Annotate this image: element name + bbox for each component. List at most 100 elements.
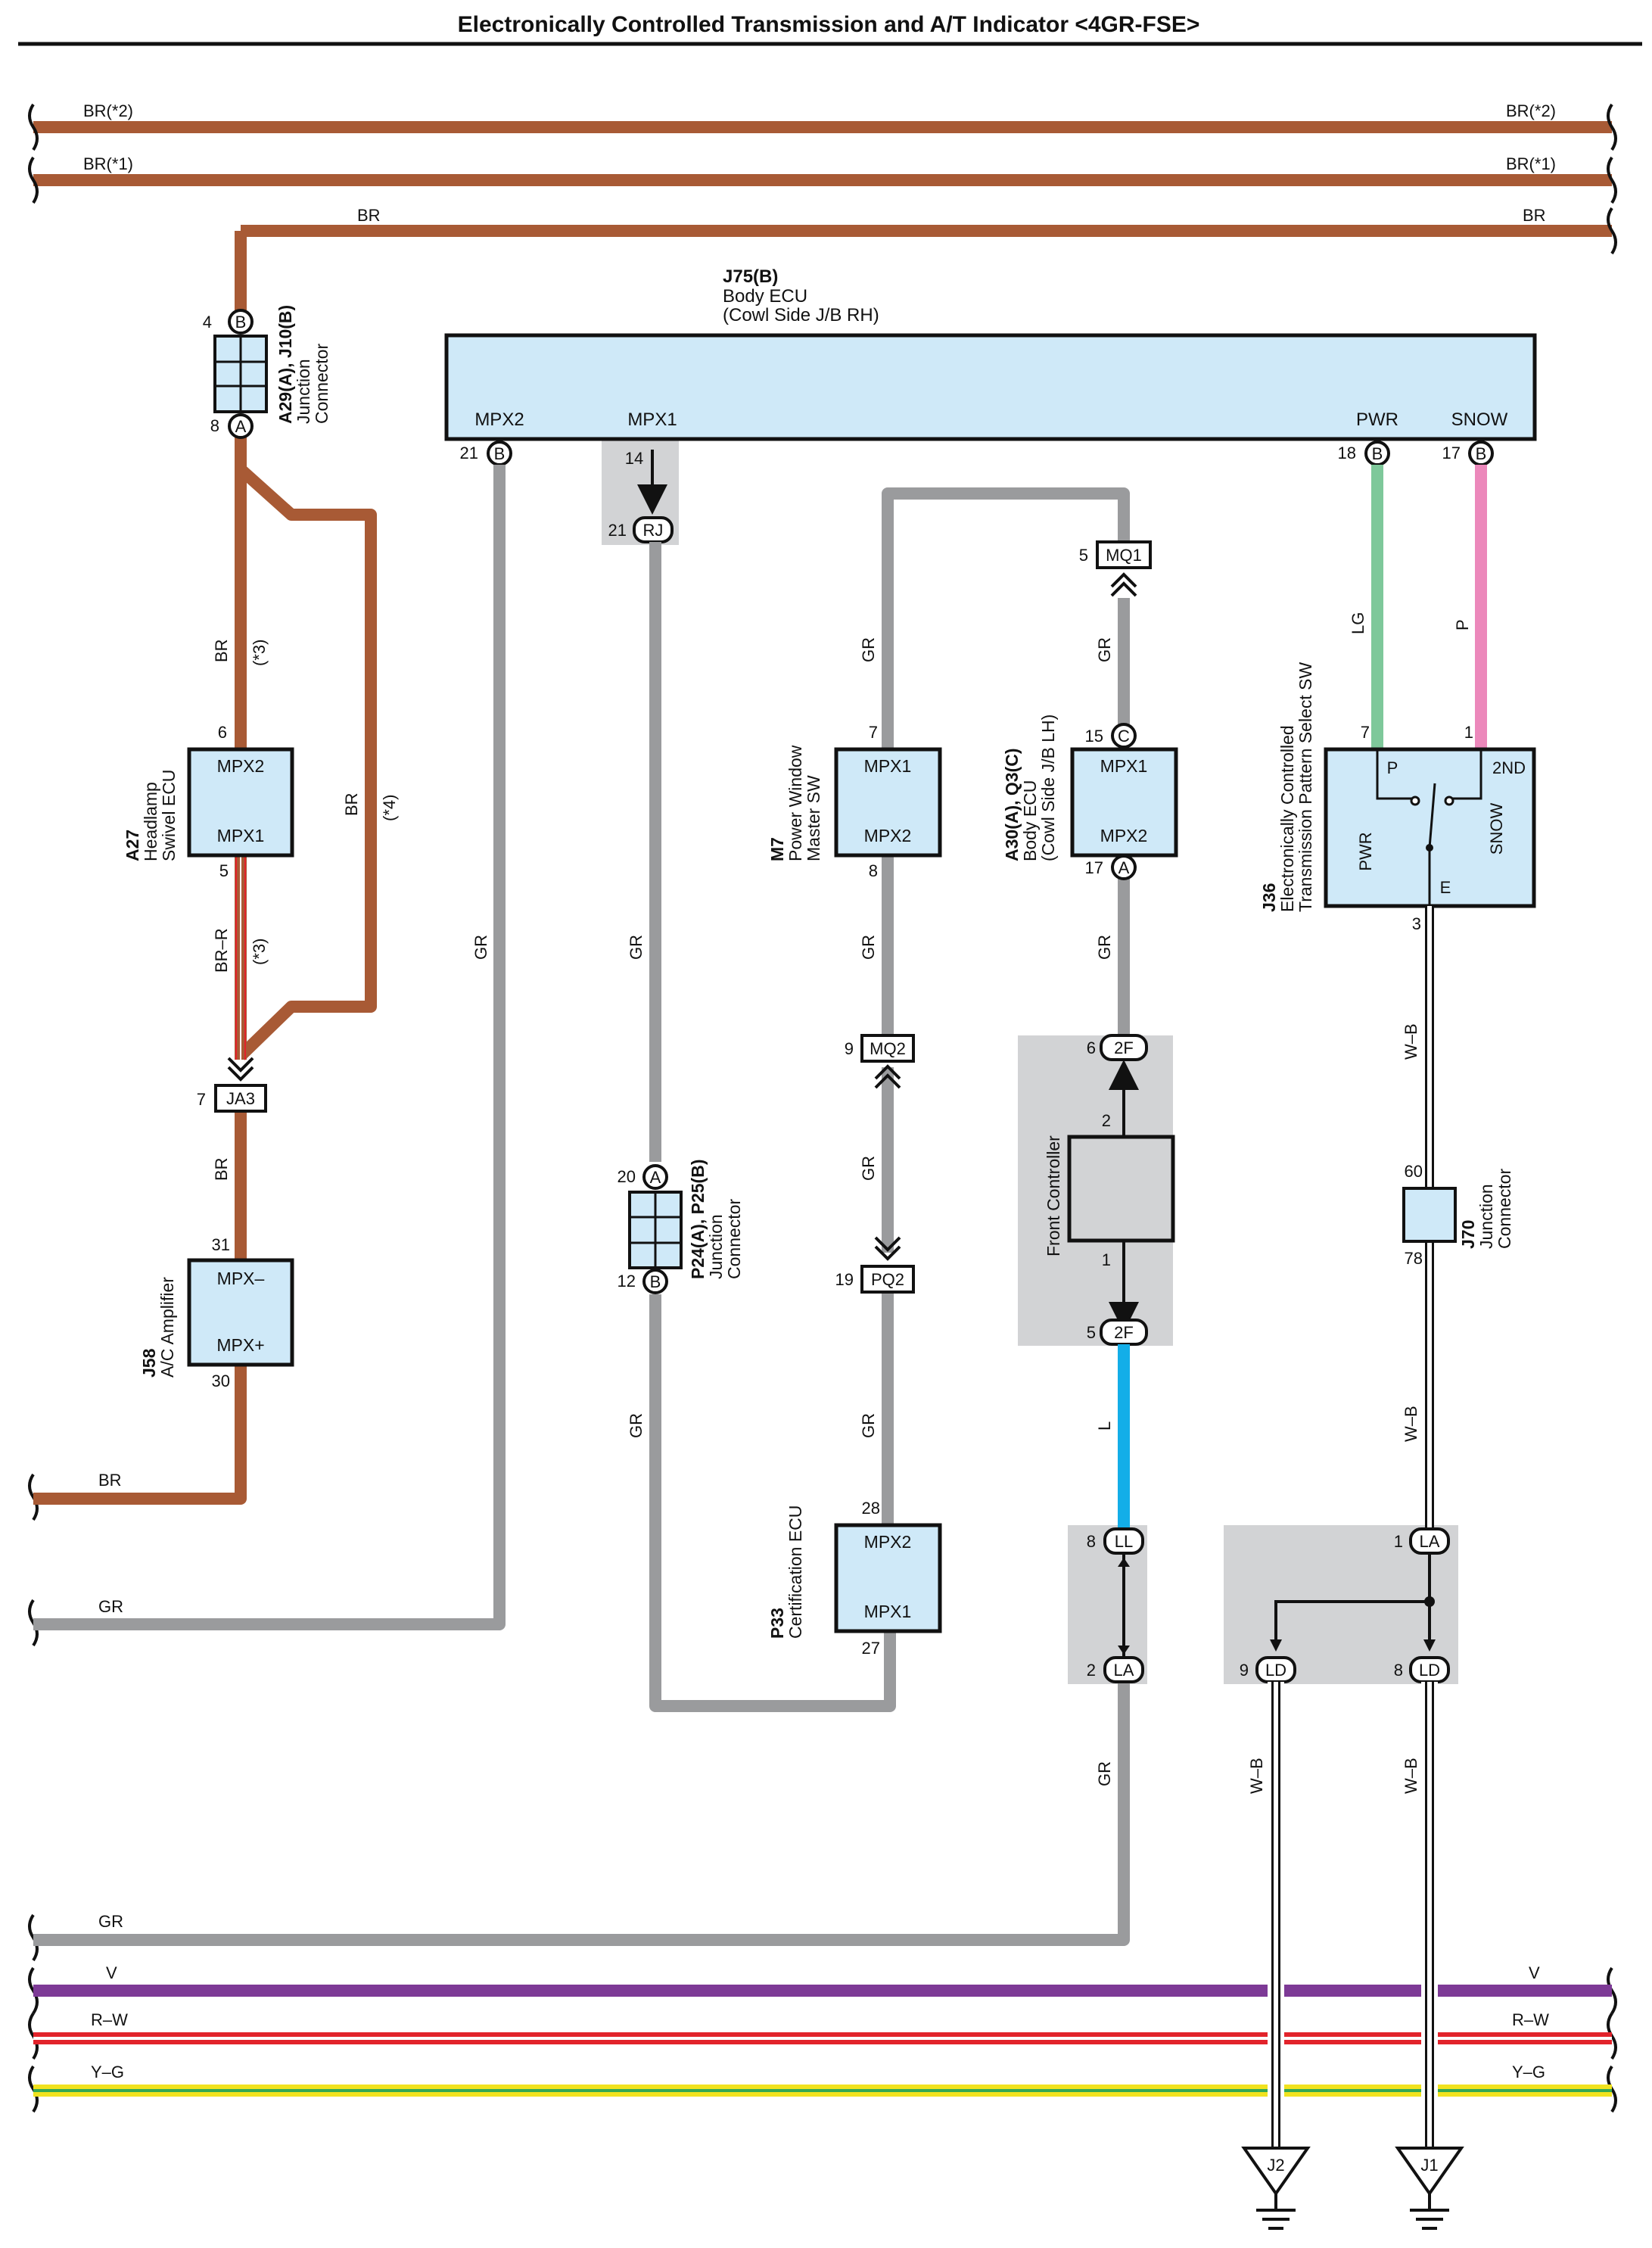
diagram-title: Electronically Controlled Transmission a… bbox=[458, 12, 1200, 37]
label-gr-10: GR bbox=[1095, 1761, 1114, 1786]
a30-id: A30(A), Q3(C) bbox=[1002, 748, 1022, 861]
j58-pin-bot: 30 bbox=[212, 1372, 230, 1390]
j36-label-e: E bbox=[1440, 878, 1451, 897]
la-right-label: LA bbox=[1420, 1532, 1440, 1551]
bus-yg-left-label: Y–G bbox=[91, 2063, 124, 2081]
p24-name2: Connector bbox=[724, 1199, 744, 1279]
bus-gr-low-label: GR bbox=[98, 1912, 123, 1931]
a30-conn-top: C bbox=[1118, 727, 1130, 746]
a27-pin-top: 6 bbox=[218, 723, 227, 742]
j75-conn-mpx2: B bbox=[494, 444, 506, 463]
j75-sub: (Cowl Side J/B RH) bbox=[723, 305, 879, 325]
la-right-pin: 1 bbox=[1394, 1532, 1403, 1551]
label-gr-5: GR bbox=[859, 935, 878, 960]
j58-name: A/C Amplifier bbox=[157, 1277, 177, 1378]
a30-terminal-1: MPX1 bbox=[1100, 756, 1148, 776]
rj-label: RJ bbox=[643, 521, 664, 540]
a27-terminal-2: MPX1 bbox=[217, 826, 265, 845]
label-gr-3: GR bbox=[627, 1413, 646, 1438]
body-ecu-a30: MPX1 MPX2 C A 15 17 A30(A), Q3(C) Body E… bbox=[1002, 715, 1178, 880]
wire-gr-rj-p24: RJ 21 bbox=[608, 450, 896, 1712]
junction-connector-p24: A B 20 12 P24(A), P25(B) Junction Connec… bbox=[618, 1160, 744, 1294]
p24-conn-top: A bbox=[650, 1168, 661, 1187]
j70-pin-bot: 78 bbox=[1405, 1249, 1423, 1268]
j75-num-mpx1: 14 bbox=[625, 449, 643, 468]
body-ecu-j75: J75(B) Body ECU (Cowl Side J/B RH) MPX2 … bbox=[444, 266, 1537, 468]
wire-gr-la-bus bbox=[33, 1683, 1130, 1946]
j58-terminal-2: MPX+ bbox=[216, 1335, 264, 1355]
p33-pin-top: 28 bbox=[862, 1499, 880, 1518]
front-ctrl-conn-bot: 2F bbox=[1114, 1323, 1134, 1342]
bus-br2-left-label: BR(*2) bbox=[83, 101, 133, 120]
connector-la-ld: LA 1 LD 9 LD 8 bbox=[1240, 1527, 1450, 1683]
a27-id: A27 bbox=[123, 830, 142, 861]
j36-id: J36 bbox=[1259, 883, 1279, 912]
label-l: L bbox=[1095, 1421, 1114, 1431]
mq1-label: MQ1 bbox=[1106, 546, 1142, 565]
m7-pin-bot: 8 bbox=[869, 861, 878, 880]
a29-pin-bot: 8 bbox=[210, 416, 219, 435]
label-s3-b: (*3) bbox=[250, 939, 269, 965]
m7-name: Power Window bbox=[786, 745, 805, 861]
a30-pin-top: 15 bbox=[1085, 727, 1103, 746]
junction-connector-a29: B A 4 8 A29(A), J10(B) Junction Connecto… bbox=[203, 305, 331, 439]
certification-ecu-p33: MPX2 MPX1 28 27 P33 Certification ECU bbox=[767, 1499, 942, 1658]
bus-rw-right-label: R–W bbox=[1512, 2010, 1549, 2029]
label-gr-1: GR bbox=[471, 935, 490, 960]
j36-label-p: P bbox=[1387, 758, 1398, 777]
j75-num-snow: 17 bbox=[1442, 444, 1461, 462]
a27-name: Headlamp bbox=[141, 782, 160, 861]
la-left-label: LA bbox=[1114, 1661, 1134, 1680]
label-br-r: BR–R bbox=[212, 928, 231, 973]
ja3-pin: 7 bbox=[197, 1090, 206, 1109]
ld8-pin: 8 bbox=[1394, 1661, 1403, 1680]
j58-terminal-1: MPX– bbox=[217, 1269, 265, 1288]
junction-connector-j70: 60 78 J70 Junction Connector bbox=[1402, 1162, 1514, 1268]
j70-id: J70 bbox=[1458, 1220, 1478, 1249]
pattern-select-sw-j36: 7 1 P 2ND E PWR SNOW 3 J36 Electronicall… bbox=[1259, 662, 1536, 933]
front-ctrl-inner-top: 2 bbox=[1102, 1111, 1111, 1130]
p33-terminal-2: MPX1 bbox=[864, 1602, 912, 1621]
ja3-label: JA3 bbox=[226, 1089, 255, 1108]
a29-conn-top: B bbox=[235, 313, 247, 332]
wire-labels: BR (*3) BR (*4) BR–R (*3) BR GR GR GR GR… bbox=[212, 612, 1472, 1794]
a30-name2: (Cowl Side J/B LH) bbox=[1038, 715, 1058, 861]
j70-pin-top: 60 bbox=[1405, 1162, 1423, 1181]
bus-br-low-label: BR bbox=[98, 1471, 122, 1490]
label-br-c: BR bbox=[212, 1157, 231, 1181]
front-ctrl-name: Front Controller bbox=[1044, 1135, 1063, 1256]
a30-conn-bot: A bbox=[1118, 858, 1130, 877]
j75-name: Body ECU bbox=[723, 286, 807, 307]
a30-pin-bot: 17 bbox=[1085, 858, 1103, 877]
label-wb-2: W–B bbox=[1402, 1406, 1420, 1442]
label-gr-8: GR bbox=[1095, 637, 1114, 662]
bus-br-right-label: BR bbox=[1523, 206, 1546, 225]
bus-rw: R–W R–W bbox=[33, 2010, 1612, 2044]
m7-name2: Master SW bbox=[804, 775, 823, 861]
a30-name: Body ECU bbox=[1020, 780, 1040, 861]
mq2-label: MQ2 bbox=[870, 1039, 906, 1058]
p33-id: P33 bbox=[767, 1608, 787, 1639]
j36-pin-l: 7 bbox=[1361, 723, 1370, 742]
connector-ll-la: LL 8 LA 2 bbox=[1087, 1527, 1144, 1683]
bus-br-left-label: BR bbox=[357, 206, 381, 225]
mq2-pin: 9 bbox=[845, 1039, 854, 1058]
ground-j2-label: J2 bbox=[1267, 2156, 1284, 2175]
m7-terminal-1: MPX1 bbox=[864, 756, 912, 776]
front-controller: 2F 6 2 1 2F 5 Front Controller bbox=[1044, 1034, 1175, 1346]
label-br-b: BR bbox=[342, 792, 361, 816]
j36-label-snow: SNOW bbox=[1487, 803, 1506, 855]
j75-conn-pwr: B bbox=[1372, 444, 1383, 463]
mq1-pin: 5 bbox=[1079, 546, 1088, 565]
j70-name: Junction bbox=[1476, 1184, 1496, 1249]
p24-conn-bot: B bbox=[650, 1272, 661, 1291]
la-left-pin: 2 bbox=[1087, 1661, 1096, 1680]
a29-name: Junction bbox=[294, 359, 313, 424]
pq2-pin: 19 bbox=[835, 1270, 854, 1289]
pq2-label: PQ2 bbox=[871, 1270, 904, 1289]
m7-terminal-2: MPX2 bbox=[864, 826, 912, 845]
a27-terminal-1: MPX2 bbox=[217, 756, 265, 776]
bus-br1-left-label: BR(*1) bbox=[83, 154, 133, 173]
p24-id: P24(A), P25(B) bbox=[688, 1160, 708, 1279]
label-wb-4: W–B bbox=[1402, 1758, 1420, 1794]
